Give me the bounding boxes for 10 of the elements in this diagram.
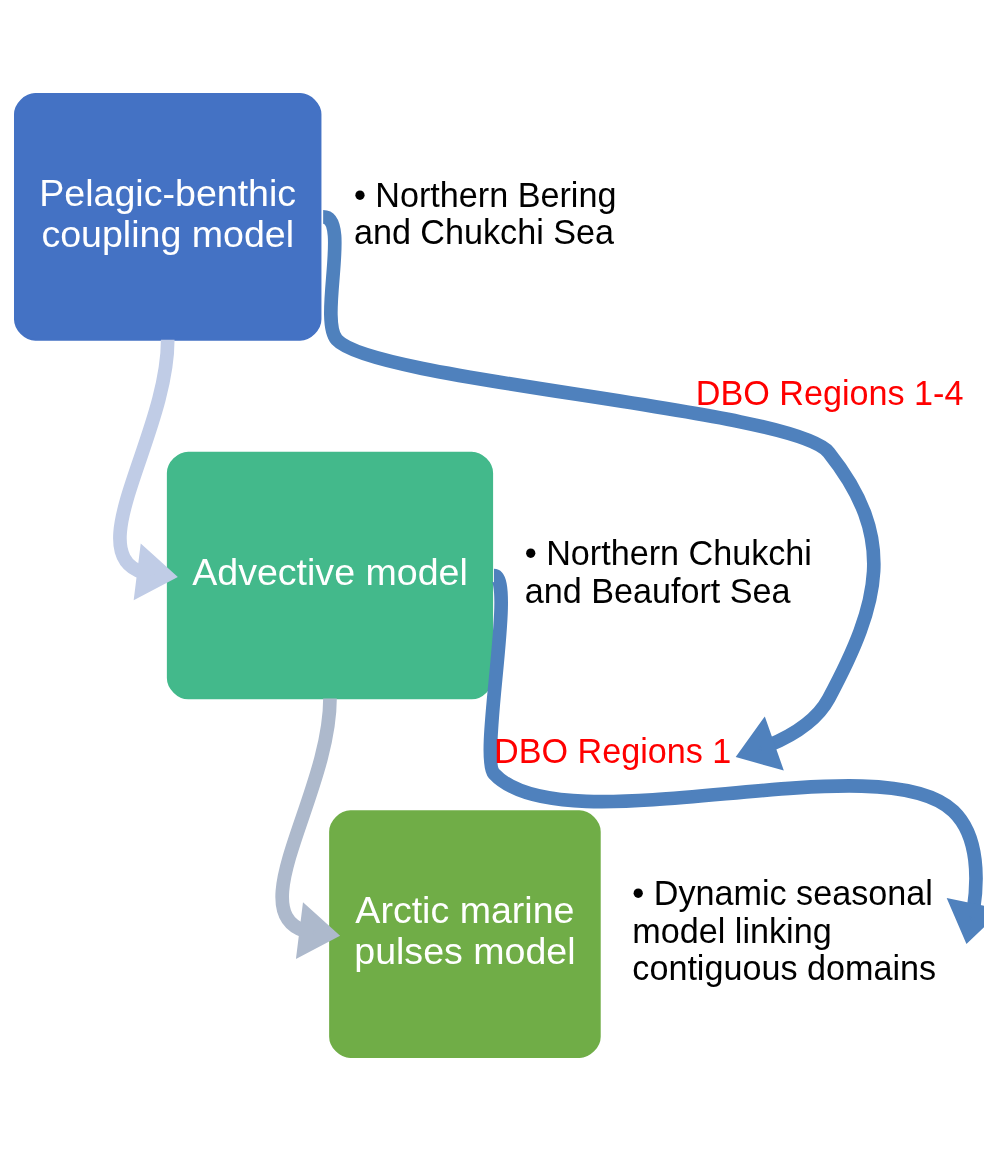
node-label: • Northern Bering and Chukchi Sea: [353, 175, 617, 251]
arrow: [275, 697, 341, 959]
arrow: [113, 338, 178, 600]
node-box: Pelagic-benthic coupling model: [14, 92, 322, 341]
edge-label: DBO Regions 1-4: [695, 373, 964, 412]
node-box: Advective model: [166, 451, 494, 699]
node-label: • Dynamic seasonal model linking contiguous domains: [632, 873, 937, 987]
node-box: Arctic marine pulses model: [329, 809, 601, 1058]
node-label: • Northern Chukchi and Beaufort Sea: [524, 533, 812, 610]
arrow: [483, 570, 984, 944]
